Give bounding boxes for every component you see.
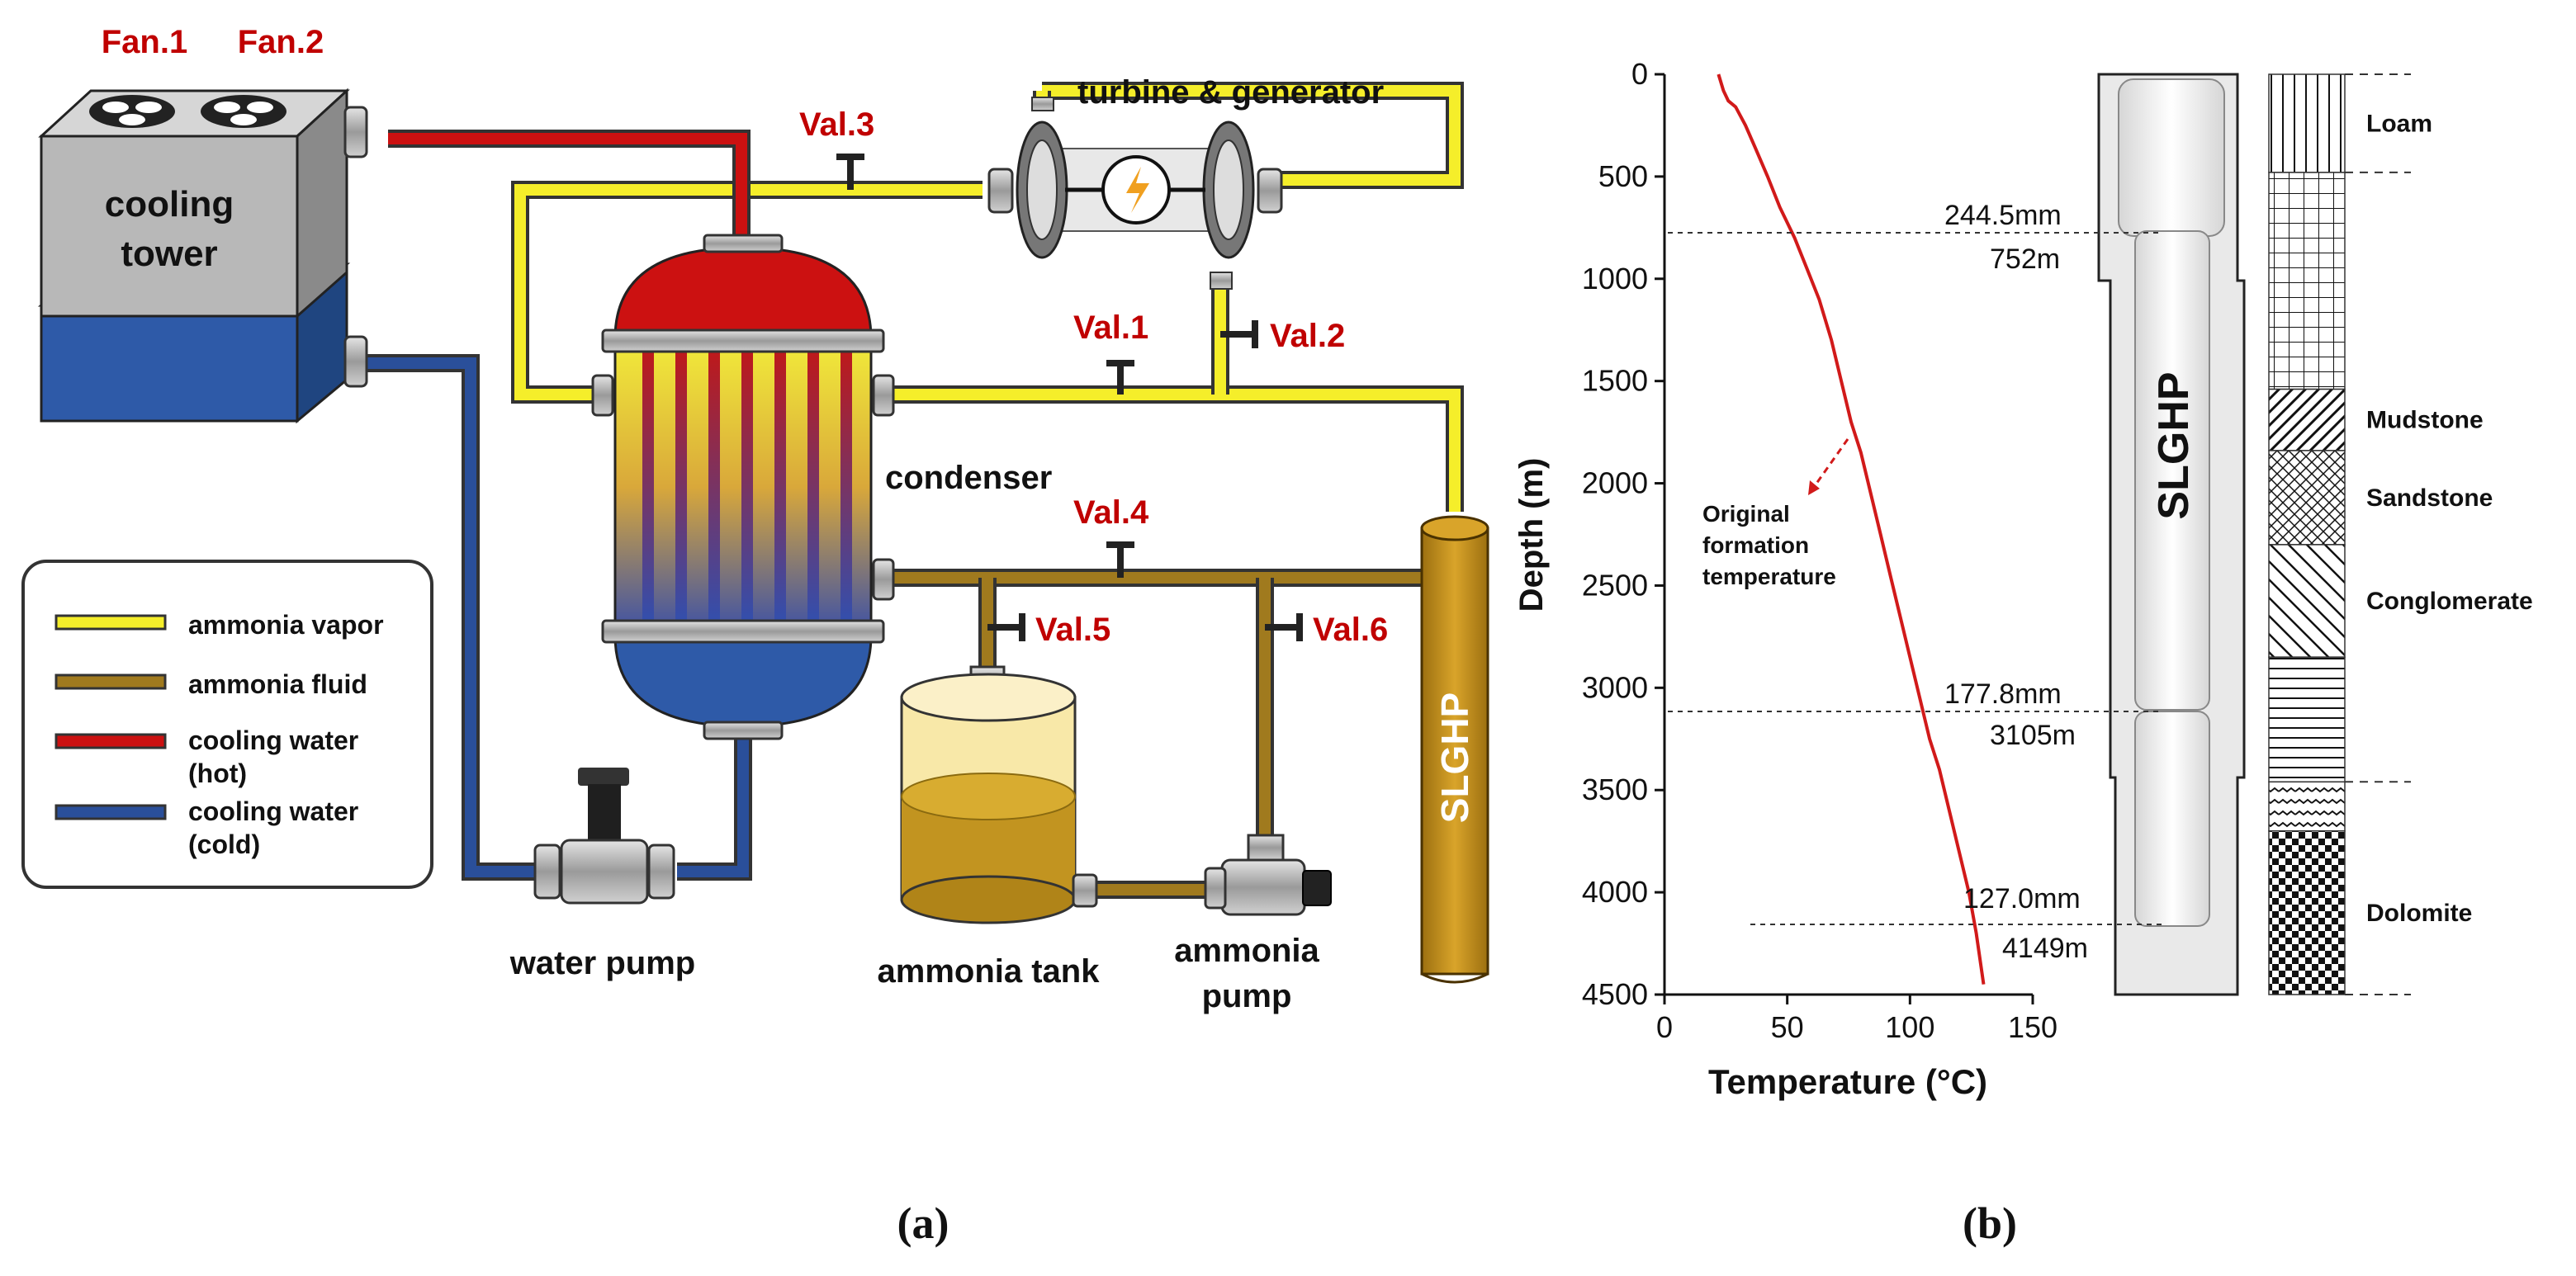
fluid-pipes bbox=[875, 569, 1428, 899]
ammonia-tank bbox=[900, 665, 1098, 924]
stratum-layer bbox=[2268, 781, 2346, 832]
casing-1-depth: 752m bbox=[1990, 243, 2060, 275]
ammonia-pump-label-2: pump bbox=[1202, 978, 1292, 1014]
panel-a-caption: (a) bbox=[897, 1198, 949, 1248]
y-tick-label: 2000 bbox=[1582, 466, 1648, 500]
valve-4[interactable] bbox=[1106, 541, 1134, 578]
cooling-tower-label-2: tower bbox=[121, 234, 217, 274]
legend-label-cold-2: (cold) bbox=[188, 829, 260, 859]
y-tick-label: 500 bbox=[1598, 159, 1648, 193]
slghp-well: SLGHP bbox=[1420, 515, 1489, 984]
cold-water-pipe bbox=[363, 354, 752, 881]
legend-label-hot: cooling water bbox=[188, 725, 358, 755]
valve-2-label: Val.2 bbox=[1270, 318, 1345, 354]
valve-3-label: Val.3 bbox=[799, 106, 874, 143]
legend: ammonia vapor ammonia fluid cooling wate… bbox=[21, 560, 433, 889]
stratum-layer bbox=[2268, 172, 2346, 390]
casing-2-depth: 3105m bbox=[1990, 720, 2076, 751]
valves bbox=[836, 154, 1303, 641]
valve-5-label: Val.5 bbox=[1035, 612, 1110, 648]
legend-swatch-vapor bbox=[54, 614, 167, 631]
slghp-well-label: SLGHP bbox=[1433, 692, 1476, 823]
x-tick-label: 50 bbox=[1771, 1010, 1804, 1044]
stratum-layer bbox=[2268, 656, 2346, 783]
valve-1[interactable] bbox=[1106, 360, 1134, 395]
vapor-pipes bbox=[511, 82, 1464, 512]
legend-swatch-fluid bbox=[54, 673, 167, 690]
y-tick-label: 3000 bbox=[1582, 670, 1648, 704]
stratum-layer bbox=[2268, 544, 2346, 658]
x-ticks: 0 50 100 150 bbox=[1656, 995, 2057, 1044]
stratum-label: Dolomite bbox=[2366, 900, 2472, 927]
casing-1-size: 244.5mm bbox=[1944, 200, 2062, 231]
water-pump-label: water pump bbox=[509, 945, 695, 981]
annotation-line-1: Original bbox=[1702, 501, 1790, 527]
valve-5[interactable] bbox=[987, 613, 1025, 641]
y-tick-label: 1000 bbox=[1582, 262, 1648, 295]
cooling-tower-label-1: cooling bbox=[105, 184, 234, 224]
valve-3[interactable] bbox=[836, 154, 864, 190]
temperature-depth-chart: 0 500 1000 1500 2000 2500 3000 3500 4000 4500 0 50… bbox=[1513, 57, 2057, 1101]
fan-2-label: Fan.2 bbox=[238, 24, 324, 60]
valve-1-label: Val.1 bbox=[1073, 310, 1148, 346]
cooling-tower: cooling tower bbox=[37, 87, 368, 424]
valve-6-label: Val.6 bbox=[1313, 612, 1388, 648]
x-axis-label: Temperature (°C) bbox=[1708, 1062, 1987, 1101]
casing-2-size: 177.8mm bbox=[1944, 678, 2062, 710]
stratum-label: Sandstone bbox=[2366, 484, 2493, 512]
turbine-label: turbine & generator bbox=[1077, 74, 1384, 111]
y-ticks: 0 500 1000 1500 2000 2500 3000 3500 4000 4500 bbox=[1582, 57, 1664, 1011]
y-tick-label: 4000 bbox=[1582, 875, 1648, 909]
legend-label-cold: cooling water bbox=[188, 796, 358, 826]
casing-3-size: 127.0mm bbox=[1963, 883, 2081, 914]
ammonia-pump-label-1: ammonia bbox=[1174, 933, 1319, 969]
water-pump bbox=[533, 768, 675, 905]
stratum-label: Mudstone bbox=[2366, 407, 2484, 434]
ammonia-pump bbox=[1204, 834, 1332, 916]
valve-6[interactable] bbox=[1265, 613, 1303, 641]
y-tick-label: 0 bbox=[1631, 57, 1648, 91]
stratum-label: Conglomerate bbox=[2366, 588, 2533, 615]
well-label: SLGHP bbox=[2150, 371, 2198, 519]
legend-swatch-cold bbox=[54, 804, 167, 820]
ammonia-tank-label: ammonia tank bbox=[878, 953, 1101, 990]
legend-label-hot-2: (hot) bbox=[188, 759, 247, 788]
x-tick-label: 100 bbox=[1885, 1010, 1934, 1044]
casing-3-depth: 4149m bbox=[2002, 933, 2088, 964]
stratum-layer bbox=[2268, 73, 2346, 173]
casing-markers: 244.5mm 752m 177.8mm 3105m 127.0mm 4149m bbox=[1668, 200, 2163, 964]
legend-label-fluid: ammonia fluid bbox=[188, 669, 367, 699]
panel-b: 0 500 1000 1500 2000 2500 3000 3500 4000 4500 0 50… bbox=[1513, 57, 2533, 1248]
condenser-label: condenser bbox=[885, 460, 1052, 496]
annotation-line-3: temperature bbox=[1702, 564, 1836, 589]
formation-temperature-line bbox=[1717, 73, 1986, 985]
y-tick-label: 4500 bbox=[1582, 977, 1648, 1011]
stratum-label: Loam bbox=[2366, 110, 2432, 137]
annotation: Original formation temperature bbox=[1702, 438, 1849, 589]
condenser bbox=[591, 234, 895, 740]
y-tick-label: 3500 bbox=[1582, 773, 1648, 806]
y-tick-label: 2500 bbox=[1582, 568, 1648, 602]
hot-water-pipe bbox=[388, 130, 751, 248]
strata-column: LoamMudstoneSandstoneConglomerateDolomit… bbox=[2268, 73, 2533, 995]
valve-2[interactable] bbox=[1220, 320, 1258, 348]
lightning-icon bbox=[1126, 167, 1149, 213]
stratum-layer bbox=[2268, 450, 2346, 546]
x-tick-label: 150 bbox=[2008, 1010, 2057, 1044]
stratum-layer bbox=[2268, 830, 2346, 995]
x-tick-label: 0 bbox=[1656, 1010, 1673, 1044]
annotation-line-2: formation bbox=[1702, 532, 1809, 558]
legend-swatch-hot bbox=[54, 733, 167, 749]
y-tick-label: 1500 bbox=[1582, 364, 1648, 398]
fan-1-label: Fan.1 bbox=[102, 24, 187, 60]
panel-a: cooling tower Fan.1 Fan.2 bbox=[21, 24, 1489, 1248]
panel-b-caption: (b) bbox=[1963, 1198, 2017, 1248]
y-axis-label: Depth (m) bbox=[1513, 458, 1550, 612]
well-schematic: SLGHP bbox=[2097, 73, 2246, 996]
valve-4-label: Val.4 bbox=[1073, 494, 1149, 531]
stratum-layer bbox=[2268, 388, 2346, 451]
turbine-generator bbox=[987, 97, 1283, 290]
legend-label-vapor: ammonia vapor bbox=[188, 610, 384, 640]
